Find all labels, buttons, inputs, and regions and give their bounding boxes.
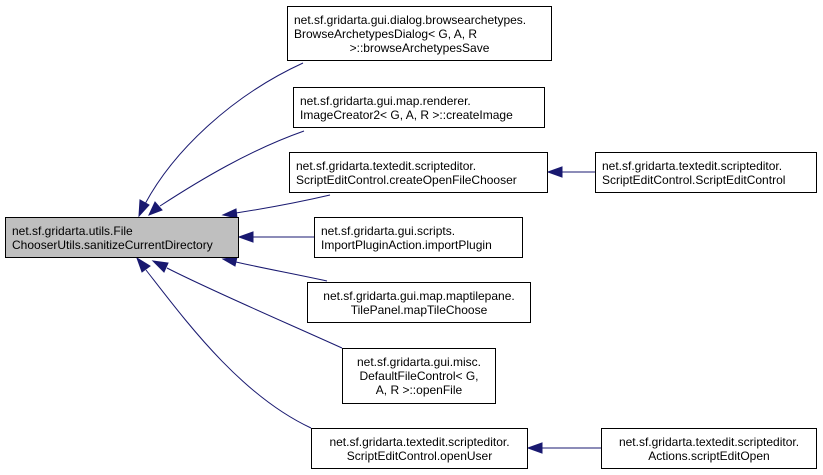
node-create-open-file-chooser[interactable]: net.sf.gridarta.textedit.scripteditor. S…: [289, 152, 548, 193]
node-label-line: net.sf.gridarta.gui.dialog.browsearchety…: [294, 12, 527, 27]
arrowhead: [221, 208, 238, 219]
node-label-line: net.sf.gridarta.textedit.scripteditor.: [618, 434, 800, 449]
node-import-plugin[interactable]: net.sf.gridarta.gui.scripts. ImportPlugi…: [314, 217, 523, 258]
node-label-line: net.sf.gridarta.gui.misc.: [356, 355, 482, 369]
edge-openfile-to-main: [151, 260, 343, 349]
arrowhead: [221, 256, 238, 267]
node-label-line: DefaultFileControl< G,: [359, 369, 479, 383]
node-label-line: net.sf.gridarta.textedit.scripteditor.: [296, 158, 477, 173]
arrowhead: [546, 166, 563, 178]
node-label-line: TilePanel.mapTileChoose: [350, 302, 488, 317]
node-open-user[interactable]: net.sf.gridarta.textedit.scripteditor. S…: [311, 428, 528, 469]
node-label-line: net.sf.gridarta.gui.map.renderer.: [300, 93, 471, 108]
edge-scripteditopen-to-openuser: [526, 442, 601, 454]
node-label-line: BrowseArchetypesDialog< G, A, R: [294, 26, 478, 41]
node-map-tile-choose[interactable]: net.sf.gridarta.gui.map.maptilepane. Til…: [307, 282, 531, 323]
edge-maptilechoose-to-main: [221, 256, 328, 282]
edge-createopenfilechooser-to-main: [221, 194, 331, 219]
node-browse-archetypes-save[interactable]: net.sf.gridarta.gui.dialog.browsearchety…: [287, 6, 552, 61]
node-sanitize-current-directory: net.sf.gridarta.utils.File ChooserUtils.…: [5, 217, 239, 258]
node-label-line: net.sf.gridarta.gui.scripts.: [321, 223, 456, 238]
node-create-image[interactable]: net.sf.gridarta.gui.map.renderer. ImageC…: [293, 87, 545, 128]
arrowhead: [526, 442, 543, 454]
node-label-line: ImageCreator2< G, A, R >::createImage: [300, 107, 513, 122]
edge-importplugin-to-main: [237, 231, 314, 243]
arrowhead: [151, 260, 169, 273]
arrowhead: [138, 199, 150, 218]
node-label-line: net.sf.gridarta.utils.File: [12, 223, 133, 238]
edge-openuser-to-main: [136, 256, 312, 429]
node-label-line: net.sf.gridarta.textedit.scripteditor.: [329, 434, 510, 449]
node-label-line: A, R >::openFile: [375, 383, 463, 397]
node-label-line: ScriptEditControl.createOpenFileChooser: [296, 172, 517, 187]
node-label-line: >::browseArchetypesSave: [349, 40, 490, 55]
node-script-edit-control[interactable]: net.sf.gridarta.textedit.scripteditor. S…: [595, 152, 817, 193]
node-open-file[interactable]: net.sf.gridarta.gui.misc. DefaultFileCon…: [342, 348, 496, 404]
node-label-line: net.sf.gridarta.gui.map.maptilepane.: [323, 288, 515, 303]
edge-scripteditcontrol-to-createopenfilechooser: [546, 166, 595, 178]
node-label-line: ScriptEditControl.openUser: [346, 448, 493, 463]
arrowhead: [237, 231, 254, 243]
edge-browsearchetypessave-to-main: [138, 62, 304, 218]
node-label-line: ScriptEditControl.ScriptEditControl: [602, 172, 786, 187]
node-script-edit-open[interactable]: net.sf.gridarta.textedit.scripteditor. A…: [601, 428, 817, 469]
arrowhead: [148, 201, 163, 216]
node-label-line: Actions.scriptEditOpen: [648, 448, 770, 463]
edge-createimage-to-main: [148, 130, 305, 216]
node-label-line: net.sf.gridarta.textedit.scripteditor.: [602, 158, 783, 173]
node-label-line: ImportPluginAction.importPlugin: [321, 237, 492, 252]
arrowhead: [136, 256, 151, 273]
node-label-line: ChooserUtils.sanitizeCurrentDirectory: [12, 237, 213, 252]
